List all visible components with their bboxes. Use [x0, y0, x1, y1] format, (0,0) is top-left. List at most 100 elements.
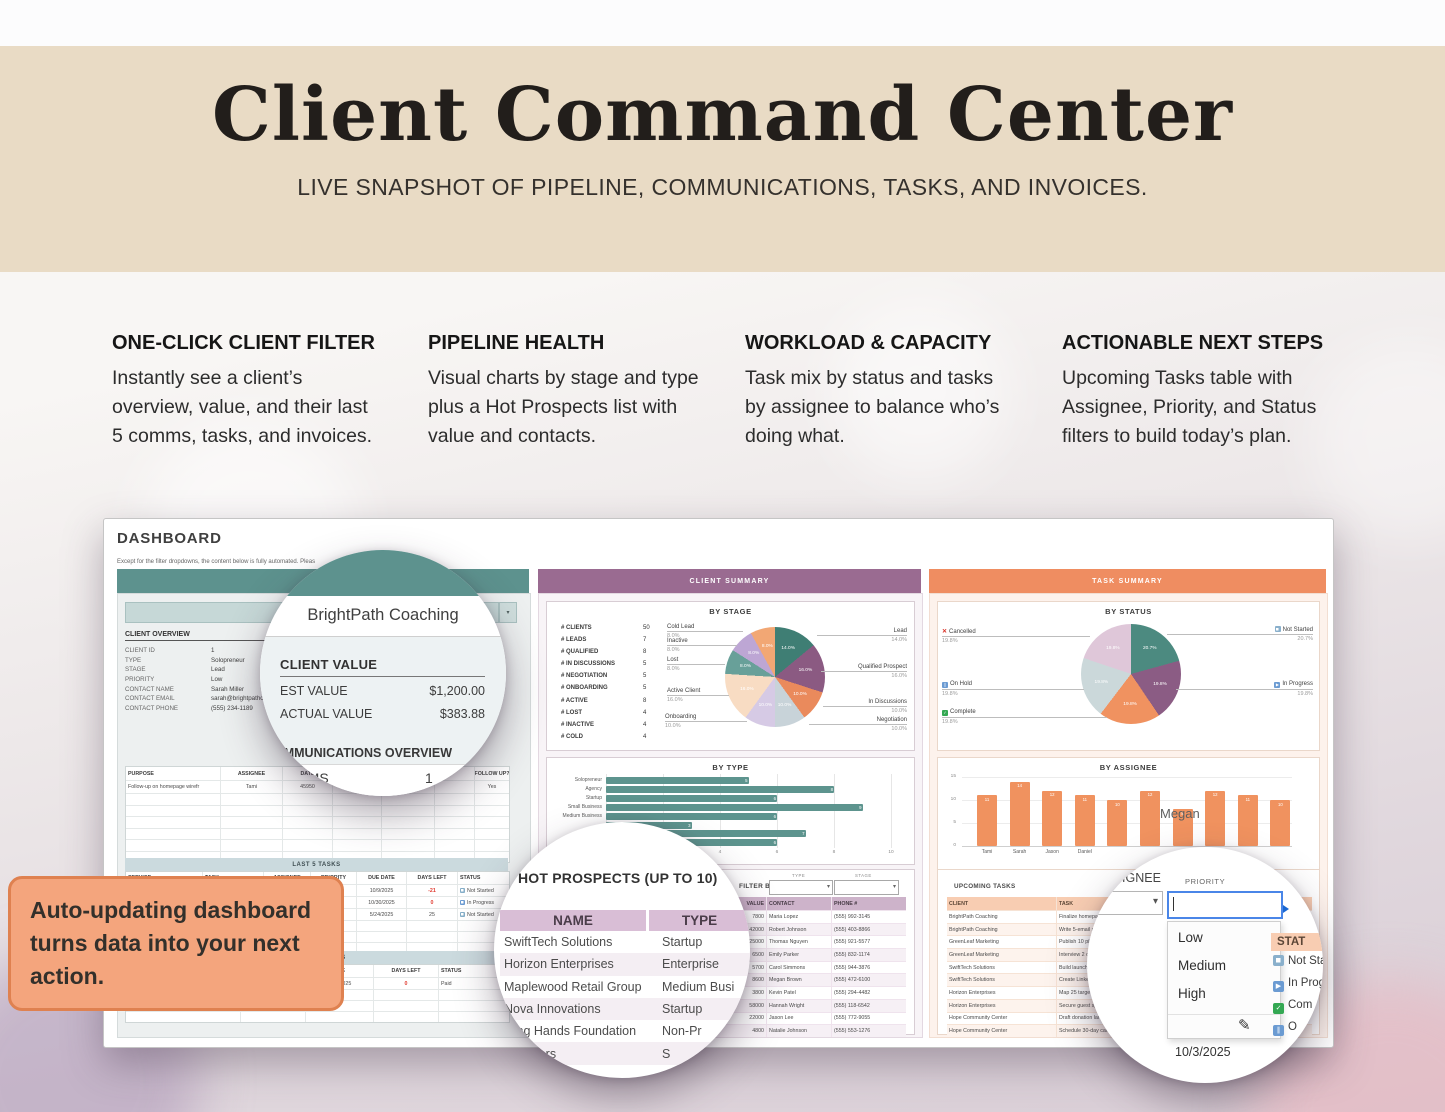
legend-pct: 19.8%: [942, 691, 958, 697]
by-status-pie-chart: 20.7%19.8%19.8%19.8%19.8%: [1081, 624, 1181, 724]
stat-label: # ONBOARDING: [561, 685, 608, 692]
magnified-comm-overview-title: OMMUNICATIONS OVERVIEW: [274, 746, 453, 760]
overview-value: Solopreneur: [211, 656, 245, 664]
filter-stage-label: STAGE: [855, 873, 872, 878]
bar-value-label: 6: [773, 795, 776, 801]
table-cell: [333, 794, 382, 805]
value-label: ACTUAL VALUE: [280, 707, 373, 721]
stat-row: # ONBOARDING 5: [561, 685, 721, 697]
table-cell: [439, 1012, 509, 1022]
prospect-type: Non-Pr: [662, 1024, 702, 1039]
bar: [1205, 790, 1226, 846]
legend-label: Onboarding: [665, 714, 747, 722]
table-cell: [283, 817, 333, 828]
prospect-type: S: [662, 1046, 671, 1061]
bar-value-label: 8: [830, 786, 833, 792]
text-cursor: [1173, 897, 1174, 911]
assignee-filter-dropdown[interactable]: ▾: [1087, 891, 1163, 915]
upcoming-tasks-label: UPCOMING TASKS: [954, 883, 1016, 890]
table-cell: [283, 794, 333, 805]
legend-label: Lost: [667, 657, 725, 665]
feature-title: ONE-CLICK CLIENT FILTER: [112, 332, 375, 354]
overview-value: sarah@brightpathcoa: [211, 695, 271, 703]
table-cell: [126, 1012, 241, 1022]
legend-label: Qualified Prospect: [821, 664, 907, 672]
bar: [1172, 809, 1193, 846]
dropdown-option[interactable]: Medium: [1178, 958, 1227, 973]
bar-value-label: 11: [1245, 796, 1251, 802]
legend-label: Cold Lead: [667, 624, 743, 632]
column-header: PURPOSE: [126, 767, 221, 780]
table-cell: [221, 828, 283, 839]
stage-filter-dropdown[interactable]: ▾: [834, 880, 899, 895]
chevron-down-icon: ▾: [892, 884, 896, 890]
table-cell: [221, 840, 283, 851]
table-row: [126, 851, 509, 862]
gridline: [891, 774, 892, 848]
dropdown-option[interactable]: Low: [1178, 930, 1203, 945]
feature-body: Instantly see a client’s overview, value…: [112, 367, 373, 447]
table-cell: Not Started: [458, 909, 509, 920]
top-strip: [0, 0, 1445, 46]
axis-tick-label: 15: [950, 774, 956, 779]
edit-pencil-icon[interactable]: ✎: [1238, 1017, 1251, 1034]
legend-pct: 16.0%: [891, 673, 907, 679]
hot-name-header: NAME: [500, 910, 646, 931]
table-cell: 10/9/2025: [357, 885, 407, 896]
stat-value: 5: [643, 685, 647, 692]
table-cell: [374, 1001, 439, 1011]
table-cell: 58000: [702, 999, 767, 1012]
axis-tick-label: 6: [775, 850, 779, 855]
category-label: Agency: [585, 785, 602, 792]
feature-client-filter: ONE-CLICK CLIENT FILTER Instantly see a …: [112, 332, 382, 451]
legend-pct: 20.7%: [1297, 636, 1313, 642]
table-cell: [283, 851, 333, 862]
table-cell: Maria Lopez: [767, 911, 832, 923]
overview-value: 1: [211, 647, 215, 654]
bar-value-label: 6: [773, 840, 776, 846]
cancelled-icon: ✕: [942, 629, 948, 635]
bar-value-label: 10: [1278, 801, 1283, 807]
table-cell: [333, 851, 382, 862]
table-cell: Thomas Nguyen: [767, 936, 832, 949]
dropdown-option[interactable]: High: [1178, 986, 1206, 1001]
overview-label: CLIENT ID: [125, 647, 155, 654]
prospect-type: Startup: [662, 935, 703, 950]
category-label: Jason: [1045, 849, 1059, 855]
priority-filter-input[interactable]: [1167, 891, 1283, 919]
table-cell: [126, 840, 221, 851]
overview-label: TYPE: [125, 656, 142, 664]
table-cell: [333, 817, 382, 828]
magnifier-client-value: BrightPath Coaching CLIENT VALUE EST VAL…: [260, 550, 506, 796]
select-client-arrow[interactable]: ▾: [499, 602, 517, 623]
table-cell: [374, 1012, 439, 1022]
table-cell: (555) 553-1276: [834, 1028, 871, 1035]
table-cell: [435, 828, 475, 839]
pie-slice-label: 8.0%: [748, 651, 760, 657]
comms-label: MMS: [296, 770, 329, 786]
client-summary-header: CLIENT SUMMARY: [538, 569, 921, 593]
table-cell: 4800: [702, 1025, 767, 1037]
table-cell: [126, 794, 221, 805]
column-header: CONTACT: [767, 897, 832, 910]
callout-note: Auto-updating dashboard turns data into …: [8, 876, 344, 1011]
table-cell: In Progress: [458, 897, 509, 908]
table-cell: GreenLeaf Marketing: [947, 936, 1057, 949]
overview-label: CONTACT NAME: [125, 685, 174, 693]
pie-slice-label: 19.8%: [1094, 680, 1109, 686]
type-filter-dropdown[interactable]: ▾: [769, 880, 833, 895]
table-cell: GreenLeaf Marketing: [947, 949, 1057, 961]
filter-type-label: TYPE: [792, 873, 806, 878]
